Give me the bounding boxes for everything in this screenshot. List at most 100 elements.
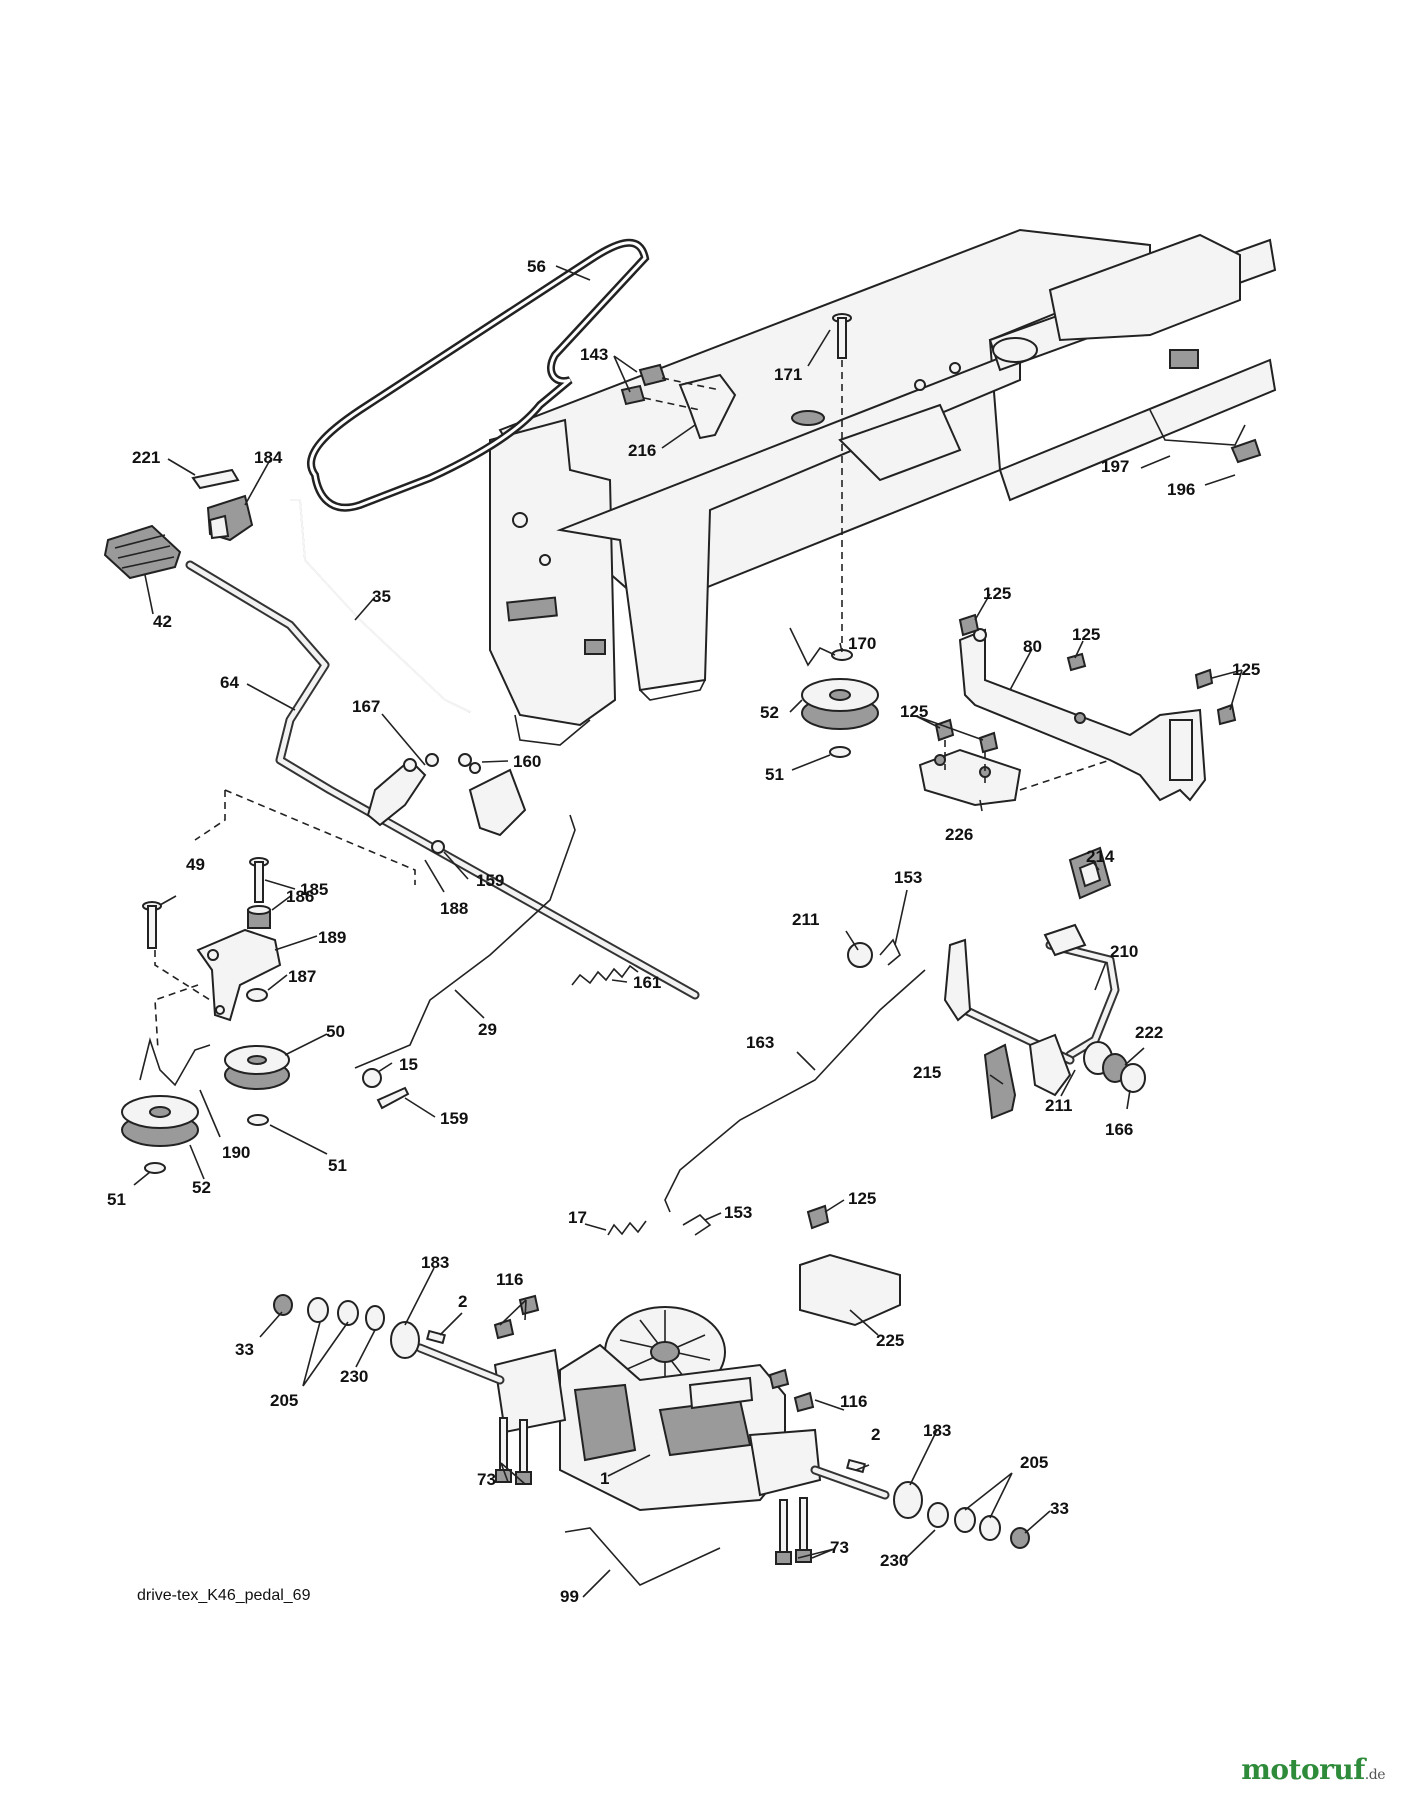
callout: 226 (945, 825, 973, 844)
knob-insert (206, 494, 254, 542)
idler-pulley-52-left (121, 1095, 199, 1147)
callout: 99 (560, 1587, 579, 1606)
callout: 230 (880, 1551, 908, 1570)
callout: 221 (132, 448, 160, 467)
callout: 205 (270, 1391, 298, 1410)
callout: 185 (300, 880, 328, 899)
bolt-185 (249, 857, 269, 903)
pedal-pad-214 (1068, 846, 1112, 900)
callout: 214 (1086, 847, 1115, 866)
callout: 230 (340, 1367, 368, 1386)
bolt-196 (1230, 438, 1262, 464)
callout: 215 (913, 1063, 941, 1082)
washers-211-222-166 (847, 942, 1146, 1093)
brand-tld: .de (1364, 1767, 1386, 1783)
callout: 216 (628, 441, 656, 460)
clip-153 (879, 938, 901, 966)
callout: 80 (1023, 637, 1042, 656)
callout: 190 (222, 1143, 250, 1162)
callout: 159 (440, 1109, 468, 1128)
nut-51-c (829, 746, 851, 758)
nuts-116 (493, 1294, 815, 1413)
rod-197 (1149, 409, 1246, 446)
clip-153-b (682, 1213, 712, 1236)
callout: 153 (894, 868, 922, 887)
callout: 17 (568, 1208, 587, 1227)
callout: 29 (478, 1020, 497, 1039)
callout: 125 (1072, 625, 1100, 644)
spring-arm (789, 627, 836, 667)
left-axle-hardware (273, 1294, 446, 1359)
callout: 161 (633, 973, 661, 992)
bracket-216 (678, 373, 737, 440)
callout: 52 (760, 703, 779, 722)
bolt-plate-226 (918, 748, 1022, 807)
callout: 171 (774, 365, 802, 384)
spring-161 (571, 964, 639, 986)
callout: 211 (1045, 1096, 1072, 1115)
shift-lever (185, 560, 700, 1000)
callout: 42 (153, 612, 172, 631)
diagram-caption: drive-tex_K46_pedal_69 (137, 1587, 311, 1604)
bolt-171 (832, 313, 852, 359)
callout: 196 (1167, 480, 1195, 499)
callout: 184 (254, 448, 283, 467)
rod-35 (290, 499, 471, 713)
spacer-186 (247, 905, 271, 929)
leader-lines (133, 265, 1243, 1598)
cotter-pin-159 (376, 1086, 410, 1110)
callout: 143 (580, 345, 608, 364)
pedal-bracket-80 (958, 628, 1207, 802)
brand-logo: motoruf.de (1241, 1753, 1385, 1786)
callout: 116 (496, 1270, 523, 1289)
callout: 50 (326, 1022, 345, 1041)
callout: 167 (352, 697, 380, 716)
idler-pulley-50 (224, 1045, 290, 1090)
rod-99 (564, 1527, 721, 1586)
callout: 73 (477, 1470, 496, 1489)
callout: 49 (186, 855, 205, 874)
idler-arm-190 (139, 1037, 211, 1087)
linkage-bracket (366, 753, 527, 837)
callout: 52 (192, 1178, 211, 1197)
bracket-outline (944, 740, 1111, 791)
callout: 186 (286, 887, 314, 906)
frame (489, 228, 1277, 746)
callout: 125 (848, 1189, 876, 1208)
callout: 159 (476, 871, 504, 890)
callout: 222 (1135, 1023, 1163, 1042)
bolts-143 (620, 363, 667, 406)
callout: 211 (792, 910, 819, 929)
transaxle-1 (415, 1306, 890, 1512)
callout: 51 (765, 765, 784, 784)
callout: 73 (830, 1538, 849, 1557)
callout: 116 (840, 1392, 867, 1411)
brake-pedal-210 (1043, 923, 1120, 1060)
callout: 33 (235, 1340, 254, 1359)
callout: 160 (513, 752, 541, 771)
bolt-125-trans (806, 1204, 830, 1230)
shift-knob (103, 524, 182, 580)
brake-rod-163 (664, 969, 926, 1213)
nut-51-b (144, 1162, 166, 1174)
callout: 125 (983, 584, 1011, 603)
callout: 2 (871, 1425, 880, 1444)
callout: 163 (746, 1033, 774, 1052)
callout: 15 (399, 1055, 418, 1074)
callout: 189 (318, 928, 346, 947)
washer-15 (362, 1068, 382, 1088)
right-axle-hardware (846, 1458, 1030, 1549)
spring-clip-221 (191, 468, 240, 490)
callout: 51 (107, 1190, 126, 1209)
callout: 225 (876, 1331, 904, 1350)
callout: 35 (372, 587, 391, 606)
bracket-225 (799, 1253, 901, 1327)
pulley-52-centre (801, 678, 879, 730)
callout: 187 (288, 967, 316, 986)
clip-159 (431, 840, 445, 854)
callout: 197 (1101, 457, 1129, 476)
washer-187 (246, 988, 268, 1002)
callout: 170 (848, 634, 876, 653)
callout: 56 (527, 257, 546, 276)
